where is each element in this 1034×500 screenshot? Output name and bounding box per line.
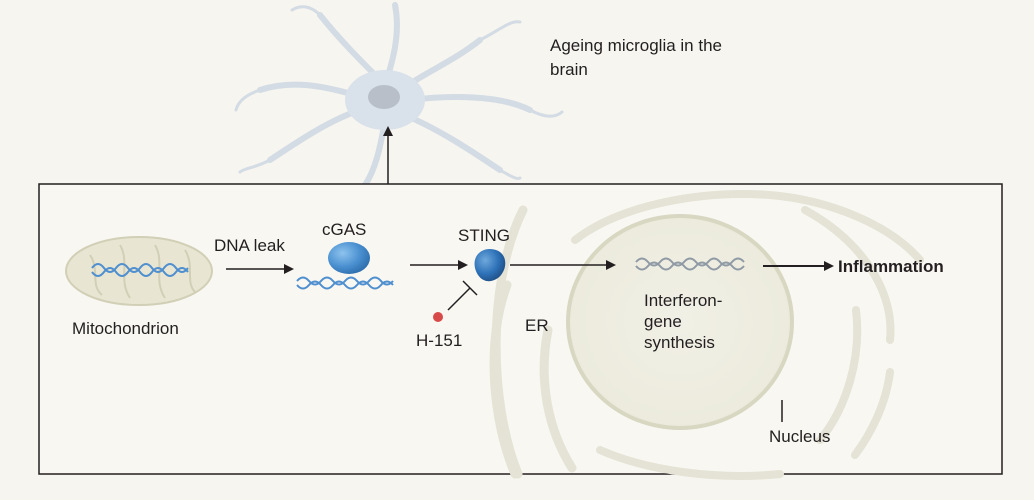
sting-label: STING: [458, 226, 510, 245]
cgas-dna: [296, 276, 394, 290]
microglia-label: Ageing microglia in the brain: [550, 36, 722, 79]
h151-label: H-151: [416, 331, 463, 350]
er-membranes: [489, 190, 924, 480]
microglia-nucleus: [368, 85, 400, 109]
nucleus-label: Nucleus: [769, 427, 831, 446]
h151-inhibition-line: [447, 280, 478, 311]
interferon-gene-dna: [635, 257, 745, 271]
h151-molecule: [433, 312, 443, 322]
mitochondrion-label: Mitochondrion: [72, 319, 179, 338]
dna-leak-label: DNA leak: [214, 236, 285, 255]
cgas-protein: [328, 242, 370, 274]
inflammation-label: Inflammation: [838, 257, 944, 276]
er-label: ER: [525, 316, 549, 335]
cgas-label: cGAS: [322, 220, 367, 239]
interferon-label: Interferon-gene synthesis: [644, 291, 723, 352]
mitochondrial-dna: [91, 263, 189, 277]
sting-protein: [474, 248, 506, 282]
